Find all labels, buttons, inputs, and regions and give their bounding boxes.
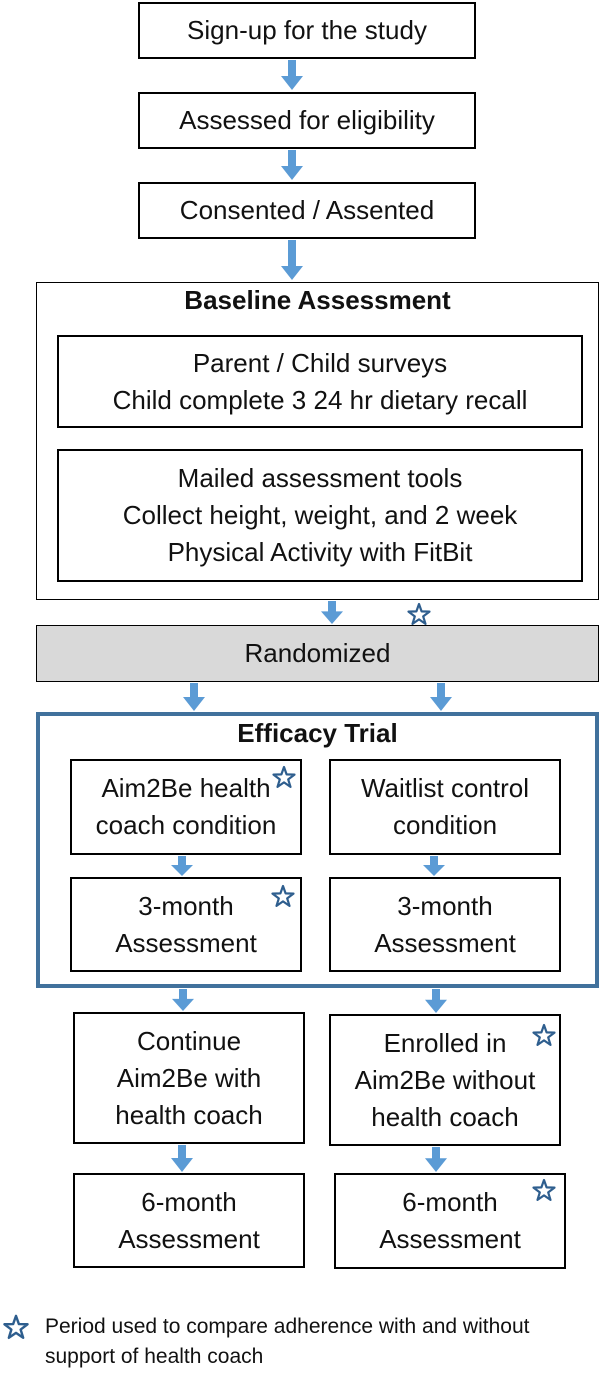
mailed-line-2: Collect height, weight, and 2 week xyxy=(122,500,518,530)
three-month-assessment-right: 3-month Assessment xyxy=(329,877,561,972)
surveys-line-2: Child complete 3 24 hr dietary recall xyxy=(112,384,528,415)
continue-with-coach-box: Continue Aim2Be with health coach xyxy=(73,1012,305,1144)
arrow-coach-to-3month xyxy=(171,856,193,876)
enrolled-line-3: health coach xyxy=(371,1101,519,1132)
enrolled-line-2: Aim2Be without xyxy=(354,1064,536,1095)
efficacy-title: Efficacy Trial xyxy=(237,718,398,748)
mailed-line-1: Mailed assessment tools xyxy=(177,463,463,493)
arrow-3month-to-continue xyxy=(172,989,194,1011)
mailed-tools-box: Mailed assessment tools Collect height, … xyxy=(57,449,583,582)
health-coach-condition-box: Aim2Be health coach condition xyxy=(70,759,302,855)
surveys-line-1: Parent / Child surveys xyxy=(192,347,448,378)
arrow-continue-to-6month xyxy=(171,1145,193,1172)
arrow-randomized-to-waitlist xyxy=(430,683,452,711)
star-icon-enrolled xyxy=(532,1023,556,1047)
health-coach-line-2: coach condition xyxy=(95,810,277,840)
six-month-assessment-left: 6-month Assessment xyxy=(73,1173,305,1268)
eligibility-step: Assessed for eligibility xyxy=(138,92,476,149)
health-coach-line-1: Aim2Be health xyxy=(101,773,271,803)
arrow-3month-to-enrolled xyxy=(425,989,447,1013)
six-month-assessment-right: 6-month Assessment xyxy=(334,1173,566,1269)
waitlist-line-1: Waitlist control xyxy=(360,773,530,803)
surveys-box: Parent / Child surveys Child complete 3 … xyxy=(57,335,583,428)
arrow-signup-to-eligibility xyxy=(281,60,303,90)
continue-line-1: Continue xyxy=(136,1025,242,1056)
signup-label: Sign-up for the study xyxy=(187,15,427,45)
consent-step: Consented / Assented xyxy=(138,182,476,239)
star-icon-randomization xyxy=(407,602,431,626)
eligibility-label: Assessed for eligibility xyxy=(179,105,435,135)
signup-step: Sign-up for the study xyxy=(138,2,476,59)
star-icon-6month-enrolled xyxy=(532,1178,556,1202)
arrow-randomized-to-coach xyxy=(183,683,205,711)
arrow-eligibility-to-consent xyxy=(281,150,303,180)
legend-text: Period used to compare adherence with an… xyxy=(45,1315,530,1368)
assess3-right-line-1: 3-month xyxy=(397,890,493,921)
continue-line-3: health coach xyxy=(115,1099,263,1130)
arrow-consent-to-baseline xyxy=(281,240,303,280)
enrolled-without-coach-box: Enrolled in Aim2Be without health coach xyxy=(329,1014,561,1146)
randomized-step: Randomized xyxy=(36,625,599,682)
assess6-right-line-2: Assessment xyxy=(379,1224,521,1254)
star-icon-3month-coach xyxy=(271,884,295,908)
mailed-line-3: Physical Activity with FitBit xyxy=(167,537,473,567)
arrow-waitlist-to-3month xyxy=(423,856,445,876)
assess6-left-line-2: Assessment xyxy=(118,1223,260,1254)
arrow-enrolled-to-6month xyxy=(425,1147,447,1172)
assess3-left-line-1: 3-month xyxy=(138,890,234,921)
assess3-right-line-2: Assessment xyxy=(374,927,516,958)
baseline-title: Baseline Assessment xyxy=(184,285,451,315)
assess6-left-line-1: 6-month xyxy=(141,1186,237,1217)
enrolled-line-1: Enrolled in xyxy=(383,1027,507,1058)
continue-line-2: Aim2Be with xyxy=(116,1062,262,1093)
waitlist-line-2: condition xyxy=(392,810,498,840)
star-icon-health-coach-condition xyxy=(272,765,296,789)
randomized-label: Randomized xyxy=(244,638,391,668)
assess3-left-line-2: Assessment xyxy=(115,927,257,958)
waitlist-condition-box: Waitlist control condition xyxy=(329,759,561,855)
arrow-baseline-to-randomized xyxy=(321,601,343,624)
assess6-right-line-1: 6-month xyxy=(402,1187,498,1217)
three-month-assessment-left: 3-month Assessment xyxy=(70,877,302,972)
consent-label: Consented / Assented xyxy=(179,195,435,225)
